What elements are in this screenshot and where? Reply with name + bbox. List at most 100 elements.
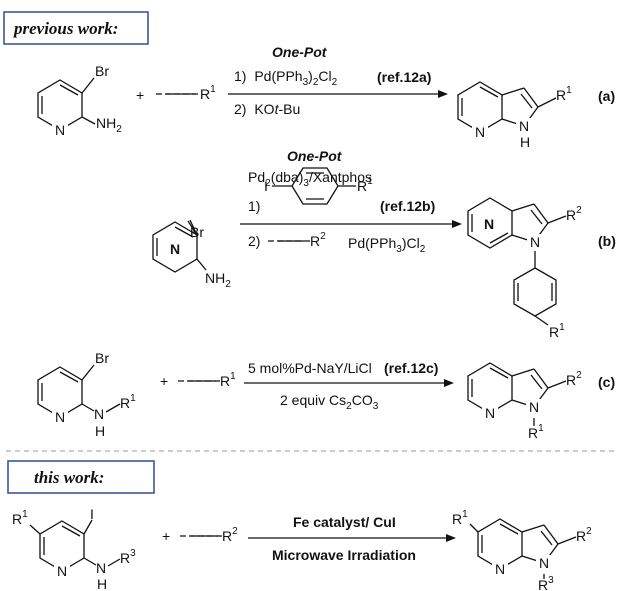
reagent-subscript: 3 [396,244,402,255]
atom-sub: 2 [225,279,231,290]
atom-i: I [264,178,268,194]
r-superscript: 2 [232,526,238,537]
svg-text:R1: R1 [452,509,468,527]
reagent-text: Pd(PPh [254,68,302,84]
atom-n: N [96,560,106,576]
ref-12b: (ref.12b) [380,198,435,214]
scheme-label-a: (a) [598,88,615,104]
atom-n: N [55,409,65,425]
svg-text:R2: R2 [576,526,592,544]
step-number: 1) [248,198,260,214]
reagent-text: t [275,101,280,117]
scheme-label-b: (b) [598,233,616,249]
atom-i: I [90,506,94,522]
r-superscript: 2 [576,370,582,381]
r-group: R [310,233,320,249]
azaindole-product-c: N N R2 R1 [467,362,582,441]
r-superscript: 1 [538,423,544,434]
atom-n: N [94,406,104,422]
atom-br: Br [95,350,109,366]
atom-n: N [530,234,540,250]
svg-text:R1: R1 [556,85,572,103]
r-superscript: 1 [22,509,28,520]
ref-12a: (ref.12a) [377,69,431,85]
r-group: R [12,511,22,527]
svg-text:NH2: NH2 [96,115,122,135]
plus-sign: + [160,373,168,389]
azaindole-product-a: N N H R1 [457,81,572,150]
plus-sign: + [136,87,144,103]
previous-work-box [3,11,149,45]
atom-n: N [484,216,494,232]
r-group: R [576,528,586,544]
svg-text:R1: R1 [549,322,565,340]
this-work-header: this work: [7,460,155,494]
atom-n: N [539,555,549,571]
svg-text:2 equiv Cs2CO3: 2 equiv Cs2CO3 [280,392,379,412]
step-number: 1) [234,68,246,84]
svg-text:R2: R2 [310,231,326,249]
reagent-text: Pd [248,169,265,185]
r-superscript: 2 [576,205,582,216]
reagent-text: Cl [318,68,331,84]
r-group: R [222,528,232,544]
reagent-text: /Xantphos [309,169,372,185]
atom-n: N [519,118,529,134]
reagent-text: (dba) [271,169,304,185]
atom-n: N [170,241,180,257]
condition-d2: Microwave Irradiation [272,547,416,563]
reagent-subscript: 3 [373,401,379,412]
r-superscript: 1 [210,84,216,95]
r-superscript: 1 [559,322,565,333]
reagent-subscript: 2 [346,401,352,412]
r-superscript: 2 [586,526,592,537]
r-superscript: 1 [566,85,572,96]
previous-work-header: previous work: [3,11,149,45]
this-work-box [7,460,155,494]
scheme-label-c: (c) [598,374,615,390]
atom-n: N [495,561,505,577]
r-group: R [549,324,559,340]
this-work-label: this work: [34,468,104,487]
atom-h: H [97,576,107,591]
scheme-c: N Br N H R1 + R1 5 mol%Pd-NaY/LiCl (ref.… [37,350,615,441]
reagent-subscript: 2 [265,178,271,189]
svg-text:R2: R2 [566,205,582,223]
iodoarene-b: 1) I R1 [248,167,373,214]
r-superscript: 1 [230,371,236,382]
reagent-subscript: 2 [313,77,319,88]
atom-h: H [520,134,530,150]
atom-nh: NH [96,115,116,131]
reagent-subscript: 2 [332,77,338,88]
reagent-text: )Cl [402,235,420,251]
azaindole-product-d: N N R1 R2 R 3 [452,509,592,591]
scheme-d: N R1 I N H R3 + R2 Fe catalyst/ CuI Micr… [12,506,592,591]
atom-br: Br [95,63,109,79]
step-number: 2) [234,101,246,117]
ref-12c: (ref.12c) [384,360,438,376]
r-superscript: 3 [130,548,136,559]
reagent-text: -Bu [278,101,300,117]
one-pot-heading-a: One-Pot [272,44,328,60]
svg-text:2) KOt-Bu: 2) KOt-Bu [234,101,300,117]
svg-text:NH2: NH2 [205,270,231,290]
svg-text:R1: R1 [120,393,136,411]
aminopyridine-b: N Br NH2 [152,219,231,290]
svg-text:R1: R1 [12,509,28,527]
atom-n: N [55,122,65,138]
alkyne-a: R1 [156,84,216,102]
r-group: R [566,372,576,388]
r-superscript: 3 [548,575,554,586]
svg-text:R1: R1 [220,371,236,389]
svg-text:R2: R2 [566,370,582,388]
atom-n: N [475,124,485,140]
svg-text:R2: R2 [222,526,238,544]
step-number: 2) [248,233,260,249]
atom-n: N [57,563,67,579]
r-group: R [566,207,576,223]
one-pot-heading-b: One-Pot [287,148,343,164]
r-group: R [120,550,130,566]
previous-work-label: previous work: [12,19,118,38]
condition-d1: Fe catalyst/ CuI [293,514,396,530]
